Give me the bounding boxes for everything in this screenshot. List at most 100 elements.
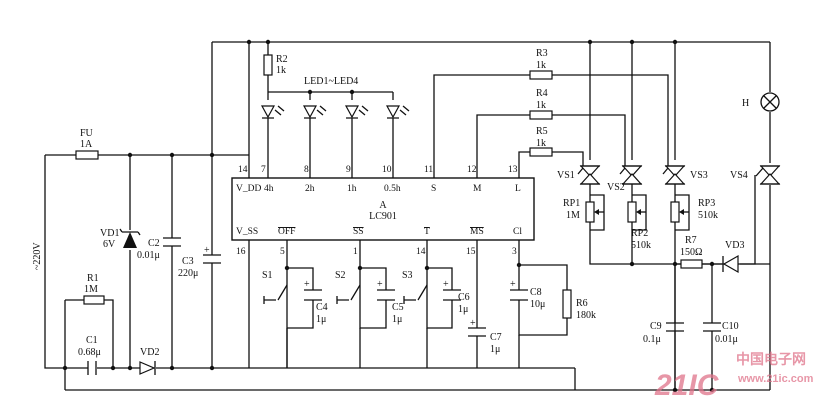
svg-text:VD2: VD2	[140, 347, 159, 358]
junctions	[62, 39, 715, 393]
svg-text:FU: FU	[80, 128, 94, 139]
pin-label: V_SS	[236, 227, 258, 237]
svg-text:1μ: 1μ	[458, 304, 468, 315]
pin-num: 1	[353, 247, 358, 257]
svg-text:RP1: RP1	[563, 198, 580, 209]
svg-text:1M: 1M	[84, 284, 98, 295]
svg-text:R6: R6	[576, 298, 588, 309]
ic-part: LC901	[369, 211, 397, 222]
pin-label: Cl	[513, 227, 522, 237]
switch-s1: S1	[262, 270, 288, 304]
led-array	[260, 105, 410, 119]
fuse-fu: FU 1A	[75, 128, 99, 160]
svg-text:R5: R5	[536, 126, 548, 137]
pin-label: S	[431, 184, 436, 194]
triac-vs3: VS3	[662, 165, 708, 185]
potentiometer-rp2: RP2 510k	[627, 201, 651, 251]
pin-label: V_DD	[236, 184, 261, 194]
svg-text:1k: 1k	[536, 100, 546, 111]
zener-vd1: VD1 6V	[100, 228, 141, 250]
lamp-h: H	[742, 92, 780, 112]
pin-label: T	[424, 227, 430, 237]
svg-text:S2: S2	[335, 270, 346, 281]
svg-text:21IC: 21IC	[654, 369, 720, 402]
ic-name: A	[379, 200, 387, 211]
svg-text:R1: R1	[87, 273, 99, 284]
svg-text:VS3: VS3	[690, 170, 708, 181]
triac-vs1: VS1	[557, 165, 601, 185]
diode-vd2: VD2	[139, 347, 159, 375]
pin-label: 2h	[305, 184, 315, 194]
pin-num: 14	[238, 165, 248, 175]
svg-text:RP3: RP3	[698, 198, 715, 209]
svg-text:1A: 1A	[80, 139, 93, 150]
svg-text:+: +	[443, 279, 449, 290]
diode-vd3: VD3	[722, 240, 744, 274]
svg-text:150Ω: 150Ω	[680, 247, 702, 258]
svg-text:C1: C1	[86, 335, 98, 346]
pin-num: 16	[236, 247, 246, 257]
pin-num: 8	[304, 165, 309, 175]
svg-text:VS2: VS2	[607, 182, 625, 193]
pin-num: 3	[512, 247, 517, 257]
svg-text:C8: C8	[530, 287, 542, 298]
svg-text:6V: 6V	[103, 239, 116, 250]
resistor-r5: R5 1k	[529, 126, 553, 157]
svg-text:S3: S3	[402, 270, 413, 281]
pin-label: 4h	[264, 184, 274, 194]
triac-vs4: VS4	[730, 165, 781, 185]
svg-text:180k: 180k	[576, 310, 596, 321]
svg-text:+: +	[204, 245, 210, 256]
capacitor-c9: C9 0.1μ	[643, 321, 684, 345]
pin-label: 1h	[347, 184, 357, 194]
svg-text:中国电子网: 中国电子网	[736, 351, 806, 367]
capacitor-c2: C2 0.01μ	[137, 237, 181, 261]
pin-num: 10	[382, 165, 392, 175]
switch-s3: S3	[402, 270, 428, 304]
svg-text:0.01μ: 0.01μ	[137, 250, 160, 261]
resistor-r7: R7 150Ω	[680, 235, 703, 269]
switch-s2: S2	[335, 270, 361, 304]
svg-text:VD3: VD3	[725, 240, 744, 251]
resistor-r6: R6 180k	[562, 289, 596, 321]
pin-label: SS	[353, 227, 364, 237]
svg-text:1μ: 1μ	[490, 344, 500, 355]
svg-text:R3: R3	[536, 48, 548, 59]
pin-num: 9	[346, 165, 351, 175]
resistor-r3: R3 1k	[529, 48, 553, 80]
supply-label: ~220V	[32, 242, 43, 270]
capacitor-c3: + C3 220μ	[178, 245, 221, 279]
potentiometer-rp3: RP3 510k	[670, 198, 718, 223]
resistor-r2: R2 1k	[263, 54, 288, 76]
svg-text:+: +	[304, 279, 310, 290]
svg-text:510k: 510k	[631, 240, 651, 251]
pin-label: OFF	[278, 227, 295, 237]
svg-text:220μ: 220μ	[178, 268, 198, 279]
svg-text:C7: C7	[490, 332, 502, 343]
capacitor-c7: + C7 1μ	[468, 318, 502, 355]
svg-text:RP2: RP2	[631, 228, 648, 239]
svg-text:www.21ic.com: www.21ic.com	[737, 373, 814, 385]
svg-text:C6: C6	[458, 292, 470, 303]
svg-text:C4: C4	[316, 302, 328, 313]
svg-text:R7: R7	[685, 235, 697, 246]
pin-num: 5	[280, 247, 285, 257]
resistor-r1: R1 1M	[83, 273, 105, 305]
pin-label: M	[473, 184, 482, 194]
wires	[44, 41, 771, 391]
pin-num: 7	[261, 165, 266, 175]
svg-text:0.1μ: 0.1μ	[643, 334, 661, 345]
svg-text:VS4: VS4	[730, 170, 748, 181]
leds-label: LED1~LED4	[304, 76, 358, 87]
svg-text:1k: 1k	[276, 65, 286, 76]
resistor-r4: R4 1k	[529, 88, 553, 120]
potentiometer-rp1: RP1 1M	[563, 198, 604, 223]
svg-text:H: H	[742, 98, 749, 109]
svg-text:510k: 510k	[698, 210, 718, 221]
svg-text:C5: C5	[392, 302, 404, 313]
capacitor-c5: + C5 1μ	[377, 279, 404, 325]
ic-lc901: A LC901 14 7 8 9 10 11 12 13 V_DD 4h 2h …	[231, 165, 535, 257]
svg-text:0.68μ: 0.68μ	[78, 347, 101, 358]
svg-text:R2: R2	[276, 54, 288, 65]
